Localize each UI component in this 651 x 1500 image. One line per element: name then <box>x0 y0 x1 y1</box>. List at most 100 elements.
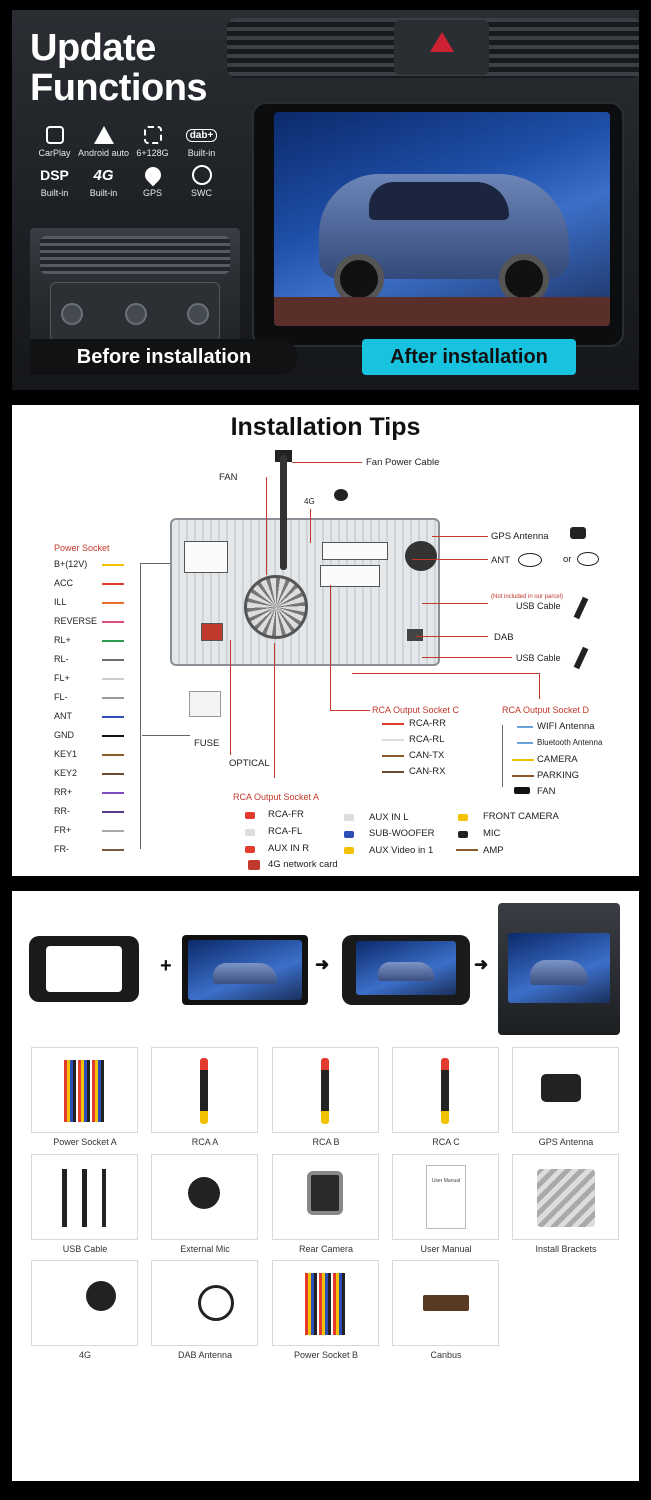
gps-antenna-label: GPS Antenna <box>491 531 549 542</box>
not-included-note: (Not included in our parcel) <box>491 594 564 600</box>
manual-icon: User Manual <box>426 1165 466 1229</box>
accessory-caption: Install Brackets <box>535 1244 597 1254</box>
before-installation-label: Before installation <box>30 339 298 375</box>
rca-a-item: RCA-FL <box>268 826 303 837</box>
usb-cable-icon <box>573 596 589 620</box>
rca-c-item: CAN-TX <box>409 750 445 761</box>
fan-cable <box>280 455 287 570</box>
dab-antenna-icon <box>198 1285 234 1321</box>
feature-gps: GPS <box>128 163 177 198</box>
android-auto-icon <box>89 124 119 146</box>
accessory-caption: Power Socket B <box>293 1350 359 1360</box>
accessory-tile <box>272 1154 379 1240</box>
power-socket-wire <box>102 564 124 566</box>
usb-cable-icon-2 <box>573 646 589 670</box>
ant-adapter-alt-icon <box>577 552 599 566</box>
dab-port <box>407 629 423 641</box>
gps-antenna-icon <box>541 1074 581 1102</box>
rca-c-item: RCA-RL <box>409 734 445 745</box>
power-socket-pin-label: FL+ <box>54 673 70 683</box>
power-socket-pin-label: GND <box>54 730 74 740</box>
head-unit-image <box>182 935 308 1005</box>
accessory-caption: RCA B <box>312 1137 340 1147</box>
dsp-icon: DSP <box>40 167 69 183</box>
rca-cable-icon <box>321 1058 329 1124</box>
dab-label: DAB <box>494 632 514 643</box>
arrow-right-icon: ➜ <box>315 955 330 974</box>
rca-a-item: AUX Video in 1 <box>369 845 434 856</box>
power-socket-wire <box>102 811 124 813</box>
cooling-fan-icon <box>244 575 308 639</box>
installed-dashboard-image <box>498 903 620 1035</box>
accessory-tile <box>31 1154 138 1240</box>
power-plug <box>184 541 228 573</box>
power-socket-wire <box>102 849 124 851</box>
feature-grid: CarPlay Android auto 6+128G dab+ Built-i… <box>30 124 226 198</box>
canbus-box-icon <box>423 1295 469 1311</box>
fuse-label: FUSE <box>194 738 220 749</box>
accessory-caption: RCA C <box>432 1137 460 1147</box>
rca-a-plug <box>201 623 223 641</box>
power-socket-wire <box>102 716 124 718</box>
fuse-icon <box>189 691 221 717</box>
power-socket-pin-label: FR- <box>54 844 69 854</box>
rca-a-item: RCA-FR <box>268 809 304 820</box>
rca-a-item: SUB-WOOFER <box>369 828 435 839</box>
power-socket-pin-label: KEY2 <box>54 768 78 778</box>
feature-carplay: CarPlay <box>30 124 79 158</box>
gps-antenna-icon <box>570 527 586 539</box>
rca-c-item: RCA-RR <box>409 718 446 729</box>
power-socket-pin-label: RL+ <box>54 635 71 645</box>
camera-icon <box>307 1171 343 1215</box>
carplay-icon <box>40 124 70 146</box>
usb-cable-icon <box>62 1169 106 1227</box>
feature-dab: dab+ Built-in <box>177 124 226 158</box>
power-socket-wire <box>102 735 124 737</box>
rca-plug-top <box>322 542 388 560</box>
head-unit-rear-diagram <box>170 518 440 666</box>
power-socket-wire <box>102 773 124 775</box>
power-socket-pin-label: RL- <box>54 654 69 664</box>
rca-d-item: FAN <box>537 786 556 797</box>
power-socket-wire <box>102 754 124 756</box>
fan-label: FAN <box>219 472 238 483</box>
rca-cable-icon <box>200 1058 208 1124</box>
4g-label: 4G <box>304 497 315 506</box>
power-socket-harness-icon <box>305 1273 347 1335</box>
rca-a-item: AMP <box>483 845 504 856</box>
rca-a-item: 4G network card <box>268 859 338 870</box>
rca-c-title: RCA Output Socket C <box>372 705 460 715</box>
power-socket-wire <box>102 792 124 794</box>
power-socket-wire <box>102 583 124 585</box>
power-socket-pin-label: FR+ <box>54 825 72 835</box>
rca-c-item: CAN-RX <box>409 766 446 777</box>
rca-a-item: FRONT CAMERA <box>483 811 559 822</box>
rca-a-item: AUX IN L <box>369 812 409 823</box>
power-socket-wire <box>102 659 124 661</box>
power-socket-pin-label: FL- <box>54 692 68 702</box>
rca-a-title: RCA Output Socket A <box>233 792 320 802</box>
feature-memory: 6+128G <box>128 124 177 158</box>
before-installation-photo <box>30 228 240 353</box>
head-unit-screen-car-image <box>274 112 610 326</box>
accessory-tile <box>151 1260 258 1346</box>
gps-port <box>405 541 437 571</box>
accessory-tile <box>31 1260 138 1346</box>
hazard-button-icon <box>430 32 454 52</box>
power-socket-wire <box>102 602 124 604</box>
4g-icon: 4G <box>93 166 114 184</box>
power-socket-wire <box>102 697 124 699</box>
feature-swc: SWC <box>177 164 226 198</box>
plus-icon: + <box>160 955 172 977</box>
rca-d-item: CAMERA <box>537 754 578 765</box>
dab-icon: dab+ <box>185 124 218 146</box>
accessory-tile <box>272 1047 379 1133</box>
rca-a-item: AUX IN R <box>268 843 310 854</box>
power-socket-pin-label: ACC <box>54 578 74 588</box>
power-socket-pin-label: RR- <box>54 806 70 816</box>
accessory-caption: RCA A <box>191 1137 219 1147</box>
accessory-caption: Canbus <box>430 1350 462 1360</box>
accessory-caption: GPS Antenna <box>538 1137 594 1147</box>
accessory-tile <box>31 1047 138 1133</box>
